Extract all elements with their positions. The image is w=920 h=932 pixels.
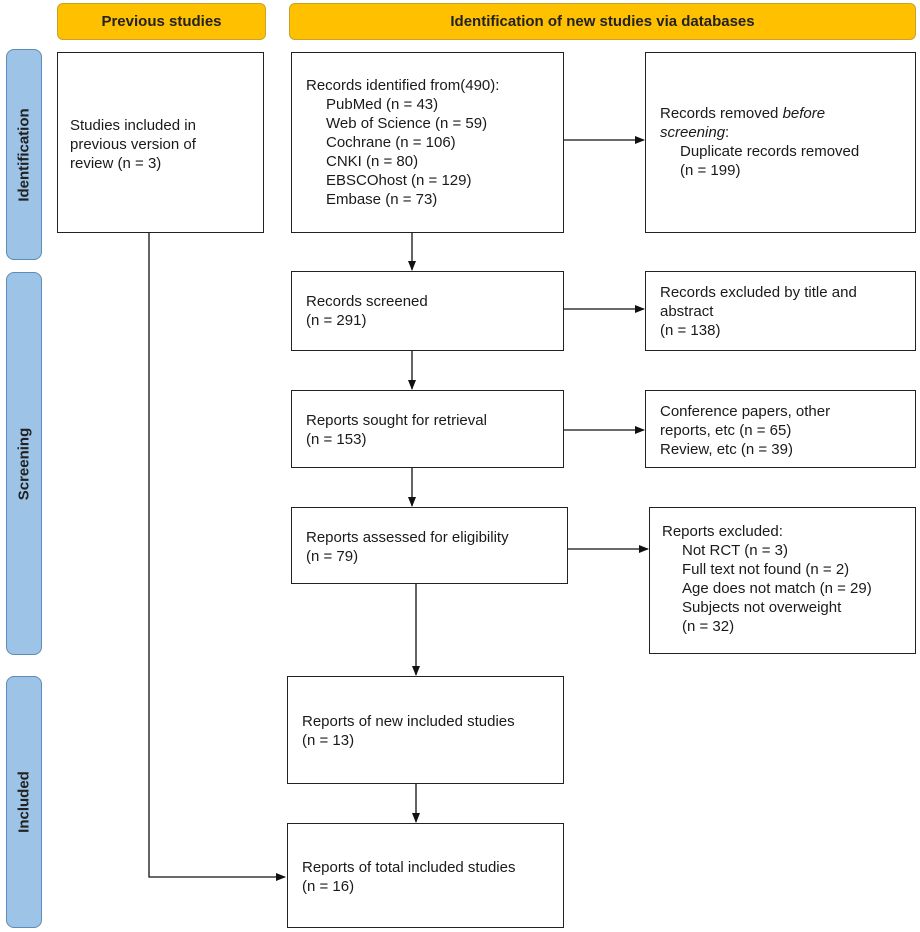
- source-item: Embase (n = 73): [326, 191, 438, 208]
- box-records-identified: Records identified from(490): PubMed (n …: [291, 52, 564, 233]
- records-removed-line2: screening:: [660, 123, 915, 142]
- text-line: Records screened: [306, 293, 428, 310]
- box-new-included: Reports of new included studies (n = 13): [287, 676, 564, 784]
- box-sought-retrieval: Reports sought for retrieval (n = 153): [291, 390, 564, 468]
- text-line: abstract: [660, 303, 714, 320]
- text-line: Conference papers, other: [660, 403, 831, 420]
- source-item: CNKI (n = 80): [326, 153, 419, 170]
- previous-studies-header: Previous studies: [57, 3, 266, 40]
- box-records-removed: Records removed before screening: Duplic…: [645, 52, 916, 233]
- phase-identification: Identification: [6, 49, 42, 260]
- records-removed-before: before: [782, 105, 826, 122]
- text-line: review (n = 3): [70, 155, 162, 172]
- box-previous-included: Studies included in previous version of …: [57, 52, 264, 233]
- text-line: Reports of total included studies: [302, 859, 516, 876]
- phase-screening: Screening: [6, 272, 42, 655]
- text-line: (n = 138): [660, 322, 721, 339]
- box-not-retrieved: Conference papers, other reports, etc (n…: [645, 390, 916, 468]
- text-line: reports, etc (n = 65): [660, 422, 792, 439]
- text-line: (n = 16): [302, 878, 355, 895]
- exclusion-reason: Subjects not overweight: [682, 599, 842, 616]
- exclusion-reason: Not RCT (n = 3): [682, 542, 789, 559]
- box-assessed-eligibility: Reports assessed for eligibility (n = 79…: [291, 507, 568, 584]
- phase-included: Included: [6, 676, 42, 928]
- box-reports-excluded: Reports excluded: Not RCT (n = 3) Full t…: [649, 507, 916, 654]
- arrow-previous-to-total: [148, 232, 286, 881]
- box-records-screened: Records screened (n = 291): [291, 271, 564, 351]
- new-studies-header: Identification of new studies via databa…: [289, 3, 916, 40]
- exclusion-reason: (n = 32): [682, 618, 735, 635]
- source-item: Web of Science (n = 59): [326, 115, 488, 132]
- text-line: (n = 153): [306, 431, 367, 448]
- exclusion-reason: Age does not match (n = 29): [682, 580, 872, 597]
- text-line: Records excluded by title and: [660, 284, 857, 301]
- box-total-included: Reports of total included studies (n = 1…: [287, 823, 564, 928]
- records-removed-detail: Duplicate records removed: [680, 143, 860, 160]
- text-line: Review, etc (n = 39): [660, 441, 793, 458]
- source-item: EBSCOhost (n = 129): [326, 172, 472, 189]
- records-removed-line1: Records removed before: [660, 104, 915, 123]
- text-line: (n = 291): [306, 312, 367, 329]
- records-removed-colon: :: [725, 124, 730, 141]
- records-removed-prefix: Records removed: [660, 105, 783, 122]
- text-line: (n = 13): [302, 732, 355, 749]
- text-line: Studies included in: [70, 117, 196, 134]
- text-line: Reports assessed for eligibility: [306, 529, 509, 546]
- reports-excluded-title: Reports excluded:: [662, 523, 783, 540]
- text-line: previous version of: [70, 136, 196, 153]
- text-line: (n = 79): [306, 548, 359, 565]
- source-item: Cochrane (n = 106): [326, 134, 456, 151]
- records-identified-title: Records identified from(490):: [306, 77, 500, 94]
- source-item: PubMed (n = 43): [326, 96, 439, 113]
- previous-studies-header-label: Previous studies: [101, 13, 222, 30]
- exclusion-reason: Full text not found (n = 2): [682, 561, 850, 578]
- records-removed-screening: screening: [660, 124, 726, 141]
- new-studies-header-label: Identification of new studies via databa…: [450, 13, 755, 30]
- box-records-excluded: Records excluded by title and abstract (…: [645, 271, 916, 351]
- text-line: Reports of new included studies: [302, 713, 515, 730]
- text-line: Reports sought for retrieval: [306, 412, 487, 429]
- records-removed-count: (n = 199): [680, 162, 741, 179]
